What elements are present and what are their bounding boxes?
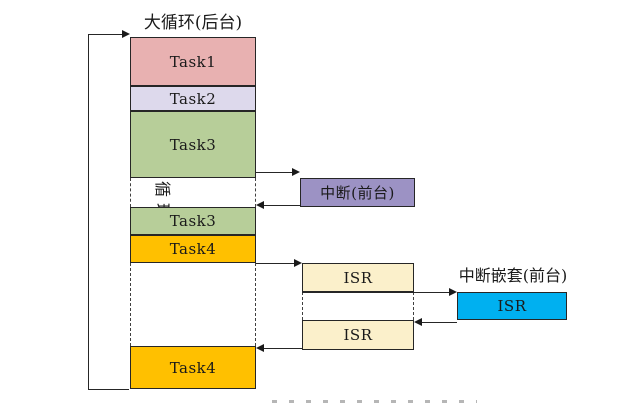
background-loop-title: 大循环(后台) <box>143 13 243 33</box>
arrow-to-nested-isr-line <box>302 292 449 293</box>
isr-bottom-box: ISR <box>302 320 414 350</box>
task3-resume-box: Task3 <box>130 207 256 235</box>
arrow-to-isr-line <box>256 263 294 264</box>
interrupt-box: 中断(前台) <box>300 178 415 207</box>
isr-top-label: ISR <box>343 268 373 287</box>
task3-resume-label: Task3 <box>169 212 217 230</box>
task2-box: Task2 <box>130 86 256 111</box>
arrow-to-interrupt-head-icon <box>292 168 300 176</box>
gap2-left-dashed-line <box>130 263 131 346</box>
task1-box: Task1 <box>130 37 256 86</box>
arrow-to-isr-head-icon <box>294 259 302 267</box>
gap1-left-dashed-line <box>130 178 131 207</box>
task4-box: Task4 <box>130 235 256 263</box>
interrupt-label: 中断(前台) <box>320 184 395 202</box>
task3-label: Task3 <box>169 135 217 154</box>
task3-box: Task3 <box>130 111 256 178</box>
cropped-caption-remnant <box>272 400 477 403</box>
arrow-to-nested-isr-head-icon <box>449 288 457 296</box>
task4-resume-label: Task4 <box>169 358 217 377</box>
isr-top-box: ISR <box>302 263 414 292</box>
loop-bracket-top-line <box>88 34 122 35</box>
arrow-from-nested-isr-head-icon <box>414 318 422 326</box>
task4-resume-box: Task4 <box>130 346 256 389</box>
arrow-from-interrupt-head-icon <box>256 201 264 209</box>
arrow-from-isr-head-icon <box>256 344 264 352</box>
nested-isr-box: ISR <box>457 292 567 320</box>
arrow-from-isr-line <box>264 348 302 349</box>
task1-label: Task1 <box>169 52 217 71</box>
task4-label: Task4 <box>169 240 217 258</box>
loop-bracket-vertical-line <box>88 34 89 389</box>
arrow-to-interrupt-line <box>256 172 292 173</box>
gap2-right-dashed-line <box>255 263 256 346</box>
loop-bracket-bottom-line <box>88 389 129 390</box>
isr-bottom-label: ISR <box>343 326 373 344</box>
loop-arrowhead-icon <box>122 30 130 38</box>
nested-isr-label: ISR <box>497 297 527 315</box>
gap1-right-dashed-line <box>255 178 256 207</box>
arrow-from-nested-isr-line <box>422 322 457 323</box>
arrow-from-interrupt-line <box>264 205 300 206</box>
isr-gap-left-dashed-line <box>302 292 303 320</box>
nested-interrupt-title: 中断嵌套(前台) <box>458 266 568 285</box>
isr-gap-right-dashed-line <box>413 292 414 320</box>
task2-label: Task2 <box>169 89 217 108</box>
